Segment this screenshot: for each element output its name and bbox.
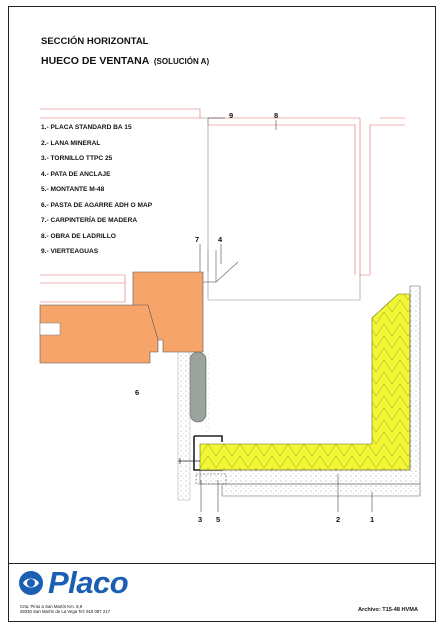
subtitle-suffix: (SOLUCIÓN A) — [153, 57, 210, 66]
brick-wall — [40, 108, 405, 303]
wood-frame — [39, 271, 204, 364]
callout-6: 6 — [135, 388, 140, 397]
vierteaguas — [200, 117, 361, 301]
archive-code: Archivo: T15-48 HVMA — [358, 607, 418, 613]
callout-4: 4 — [218, 235, 223, 244]
footer-divider — [8, 563, 436, 564]
legend-item: 1.- PLACA STANDARD BA 15 — [41, 124, 132, 131]
frame-gasket — [189, 351, 207, 423]
legend-list: 1.- PLACA STANDARD BA 15 2.- LANA MINERA… — [41, 124, 152, 264]
placo-logo-icon — [19, 571, 43, 595]
legend-item: 5.- MONTANTE M-48 — [41, 186, 105, 193]
anchor-foot — [203, 250, 239, 283]
legend-item: 2.- LANA MINERAL — [41, 139, 101, 147]
callout-3: 3 — [198, 515, 203, 524]
legend-item: 3.- TORNILLO TTPC 25 — [41, 155, 113, 162]
stud-outline — [195, 473, 227, 485]
drawing-subtitle: HUECO DE VENTANA (SOLUCIÓN A) — [41, 55, 209, 67]
address-line: Crta. Pinto a San Martín Km. 8,9 — [20, 604, 83, 609]
subtitle-main: HUECO DE VENTANA — [41, 55, 149, 67]
drawing-frame — [8, 6, 436, 622]
company-address: Crta. Pinto a San Martín Km. 8,9 28330 S… — [20, 604, 110, 615]
plasterboard — [199, 285, 421, 497]
leader-lines — [199, 117, 373, 512]
legend-item: 9.- VIERTEAGUAS — [41, 248, 99, 255]
drawing-title: SECCIÓN HORIZONTAL — [41, 36, 149, 47]
callout-7: 7 — [195, 235, 200, 244]
adhesive-paste — [177, 351, 210, 501]
legend-item: 7.- CARPINTERÍA DE MADERA — [41, 217, 138, 224]
callout-8: 8 — [274, 111, 279, 120]
mineral-wool — [199, 293, 411, 471]
legend-item: 8.- OBRA DE LADRILLO — [41, 232, 116, 240]
callout-2: 2 — [336, 515, 341, 524]
screw — [178, 458, 200, 464]
callout-1: 1 — [370, 515, 375, 524]
callout-9: 9 — [229, 111, 234, 120]
legend-item: 6.- PASTA DE AGARRE ADH O MAP — [41, 201, 153, 209]
callout-5: 5 — [216, 515, 221, 524]
address-line: 28330 San Martín de La Vega Tel: 918 087… — [20, 609, 110, 615]
brand-name: Placo — [48, 565, 129, 600]
legend-item: 4.- PATA DE ANCLAJE — [41, 170, 111, 178]
